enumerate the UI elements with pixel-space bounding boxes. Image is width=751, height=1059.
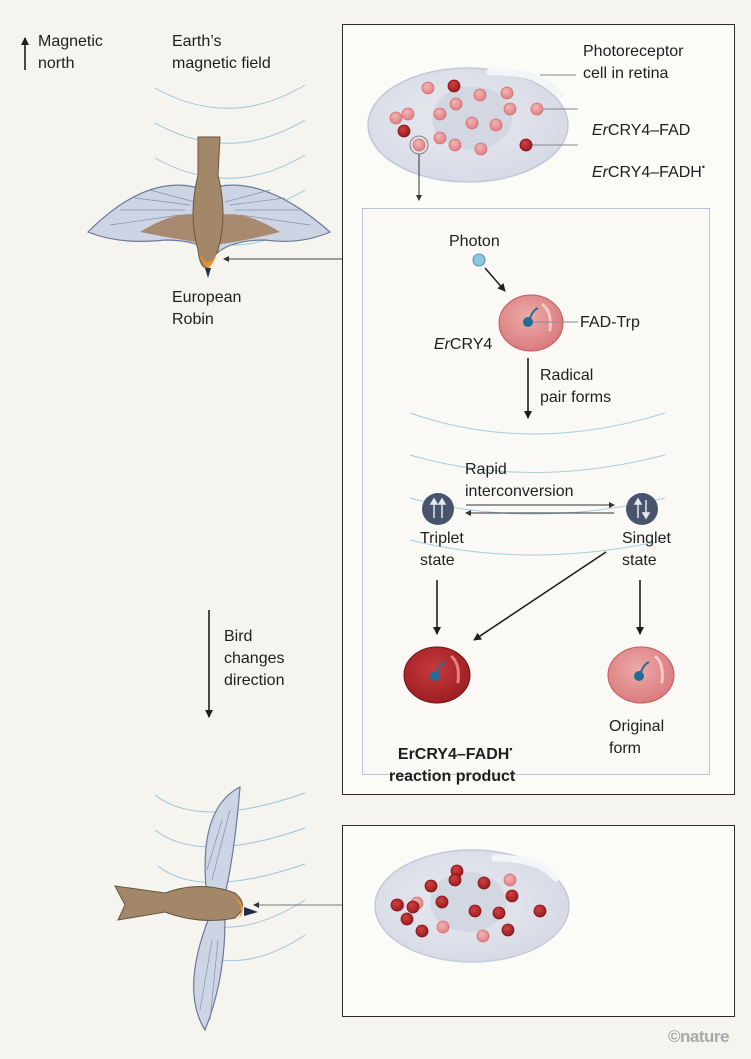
legend-ercry4-fad: ErCRY4–FAD bbox=[583, 98, 690, 142]
product-radical-dot: • bbox=[509, 744, 513, 754]
direction-change-label: Bird changes direction bbox=[224, 628, 285, 689]
radical-pair-label: Radical pair forms bbox=[540, 367, 612, 406]
photoreceptor-cell-label: Photoreceptor cell in retina bbox=[583, 43, 684, 82]
photon-label: Photon bbox=[449, 233, 500, 250]
bottom-panel bbox=[342, 825, 735, 1017]
legend-fadh-name: CRY4–FADH bbox=[607, 164, 702, 181]
ercry4-name: CRY4 bbox=[449, 336, 493, 353]
ercry4-species: Er bbox=[433, 336, 450, 353]
robin-label: European Robin bbox=[172, 289, 242, 328]
product-name: ErCRY4–FADH bbox=[397, 746, 510, 763]
original-form-label: Original form bbox=[609, 718, 665, 757]
singlet-state-label: Singlet state bbox=[622, 530, 671, 569]
european-robin-top bbox=[86, 136, 332, 278]
earth-field-label: Earth’s magnetic field bbox=[172, 33, 271, 72]
nature-credit: ©nature bbox=[668, 1027, 729, 1046]
product-caption: reaction product bbox=[389, 768, 516, 785]
european-robin-bottom bbox=[114, 785, 258, 1032]
legend-ercry4-fadh: ErCRY4–FADH• bbox=[583, 134, 705, 184]
triplet-state-label: Triplet state bbox=[420, 530, 464, 569]
magnetic-north-label: Magnetic north bbox=[38, 33, 103, 72]
reaction-product-label: ErCRY4–FADH• reaction product bbox=[389, 716, 515, 788]
fad-trp-label: FAD-Trp bbox=[580, 314, 640, 331]
legend-fadh-species: Er bbox=[591, 164, 608, 181]
legend-fad-species: Er bbox=[591, 122, 608, 139]
ercry4-label: ErCRY4 bbox=[425, 312, 492, 356]
legend-fad-name: CRY4–FAD bbox=[607, 122, 691, 139]
radical-dot: • bbox=[701, 162, 706, 172]
interconversion-label: Rapid interconversion bbox=[465, 461, 574, 500]
